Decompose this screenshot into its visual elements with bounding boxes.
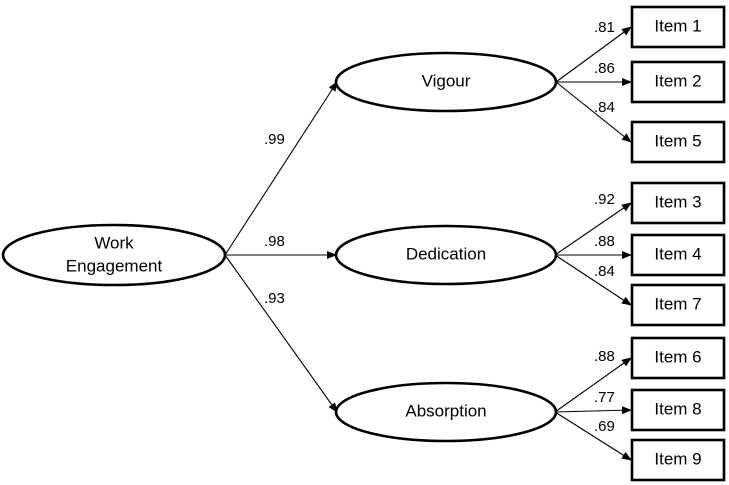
path-absorption-to-item-9 bbox=[554, 411, 632, 461]
item-2-rect bbox=[630, 60, 726, 104]
dedication-label: Dedication bbox=[406, 244, 486, 263]
loading-item-6: .88 bbox=[594, 348, 615, 365]
factor-vigour: Vigour bbox=[334, 51, 558, 113]
item-box-9: Item 9 bbox=[630, 438, 726, 482]
item-7-label: Item 7 bbox=[654, 294, 701, 313]
second-order-paths bbox=[224, 81, 338, 413]
item-loading-labels: .81 .86 .84 .92 .88 .84 .88 .77 .69 bbox=[594, 19, 615, 435]
item-box-4: Item 4 bbox=[630, 233, 726, 277]
item-box-6: Item 6 bbox=[630, 336, 726, 380]
loading-item-1: .81 bbox=[594, 19, 615, 36]
dedication-item-paths bbox=[554, 202, 632, 306]
work-engagement-label-line-1: Work bbox=[94, 233, 134, 252]
loading-item-7: .84 bbox=[594, 263, 615, 280]
loading-item-4: .88 bbox=[594, 233, 615, 250]
item-box-3: Item 3 bbox=[630, 181, 726, 225]
item-8-label: Item 8 bbox=[654, 399, 701, 418]
work-engagement-label-line-2: Engagement bbox=[66, 256, 163, 275]
item-1-rect bbox=[630, 5, 726, 49]
loading-item-2: .86 bbox=[594, 60, 615, 77]
item-box-1: Item 1 bbox=[630, 5, 726, 49]
path-dedication-to-item-7 bbox=[554, 254, 632, 306]
path-absorption-to-item-8 bbox=[554, 406, 632, 415]
item-box-2: Item 2 bbox=[630, 60, 726, 104]
item-9-label: Item 9 bbox=[654, 449, 701, 468]
factor-dedication: Dedication bbox=[334, 224, 558, 286]
item-boxes: Item 1 Item 2 Item 5 Item 3 Item 4 Item … bbox=[630, 5, 726, 482]
item-6-label: Item 6 bbox=[654, 347, 701, 366]
path-vigour-to-item-5 bbox=[555, 81, 632, 143]
loading-vigour: .99 bbox=[264, 131, 285, 148]
item-3-rect bbox=[630, 181, 726, 225]
item-5-label: Item 5 bbox=[654, 131, 701, 150]
loading-item-5: .84 bbox=[594, 99, 615, 116]
vigour-label: Vigour bbox=[422, 71, 471, 90]
absorption-item-paths bbox=[554, 357, 632, 461]
loading-item-3: .92 bbox=[594, 191, 615, 208]
path-engagement-to-vigour bbox=[224, 81, 338, 256]
item-6-rect bbox=[630, 336, 726, 380]
path-vigour-to-item-1 bbox=[555, 26, 632, 83]
item-9-rect bbox=[630, 438, 726, 482]
item-7-rect bbox=[630, 283, 726, 327]
loading-item-9: .69 bbox=[594, 418, 615, 435]
absorption-label: Absorption bbox=[405, 401, 486, 420]
item-box-7: Item 7 bbox=[630, 283, 726, 327]
loading-absorption: .93 bbox=[264, 290, 285, 307]
item-5-rect bbox=[630, 120, 726, 164]
work-engagement-ellipse bbox=[1, 223, 227, 287]
absorption-ellipse bbox=[334, 381, 558, 443]
item-box-5: Item 5 bbox=[630, 120, 726, 164]
item-4-label: Item 4 bbox=[654, 244, 701, 263]
loading-dedication: .98 bbox=[264, 233, 285, 250]
item-3-label: Item 3 bbox=[654, 192, 701, 211]
item-8-rect bbox=[630, 388, 726, 432]
vigour-ellipse bbox=[334, 51, 558, 113]
item-box-8: Item 8 bbox=[630, 388, 726, 432]
item-2-label: Item 2 bbox=[654, 71, 701, 90]
loading-item-8: .77 bbox=[594, 389, 615, 406]
dedication-ellipse bbox=[334, 224, 558, 286]
factor-absorption: Absorption bbox=[334, 381, 558, 443]
factor-work-engagement: Work Engagement bbox=[1, 223, 227, 287]
item-4-rect bbox=[630, 233, 726, 277]
path-absorption-to-item-6 bbox=[554, 357, 632, 413]
path-dedication-to-item-3 bbox=[554, 202, 632, 256]
item-1-label: Item 1 bbox=[654, 16, 701, 35]
second-order-loading-labels: .99 .98 .93 bbox=[264, 131, 285, 307]
vigour-item-paths bbox=[555, 26, 632, 143]
path-engagement-to-absorption bbox=[224, 254, 338, 413]
